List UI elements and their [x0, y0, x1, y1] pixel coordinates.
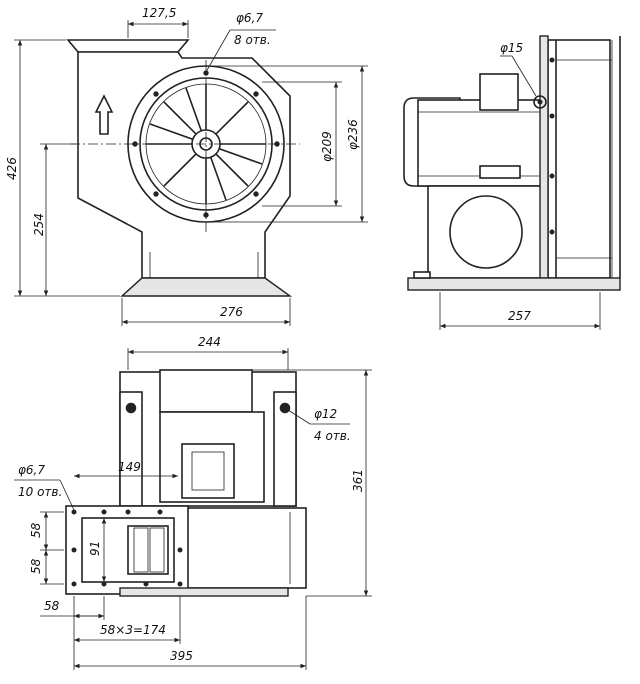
front-dimensions: 127,5 φ6,7 8 отв. 426 254 φ209 φ236 276 [5, 6, 368, 326]
dim-58-upper: 58 [29, 522, 43, 538]
dim-total-length: 395 [170, 649, 193, 663]
dim-58-lower: 58 [29, 558, 43, 574]
top-view [65, 369, 307, 597]
dim-pulley: φ15 [500, 41, 523, 55]
dim-149: 149 [118, 460, 141, 474]
dim-total-width: 361 [351, 469, 365, 492]
dim-hole-count: 8 отв. [234, 33, 271, 47]
dim-91: 91 [88, 541, 102, 556]
dim-flange-hole-dia: φ6,7 [18, 463, 45, 477]
dim-mount-hole-dia: φ12 [314, 407, 337, 421]
dim-outlet-width: 127,5 [142, 6, 176, 20]
dim-pitch: 58×3=174 [100, 623, 166, 637]
flow-arrow-icon [94, 94, 114, 135]
dim-top-width: 244 [198, 335, 221, 349]
dim-58-edge: 58 [44, 599, 60, 613]
dim-base-width: 276 [220, 305, 243, 319]
top-dimensions: 244 361 φ12 4 отв. φ6,7 10 отв. 149 58 5… [14, 335, 372, 670]
side-view [403, 35, 621, 291]
dim-hole-dia: φ6,7 [236, 11, 263, 25]
dim-height: 426 [5, 157, 19, 180]
dim-depth: 257 [508, 309, 531, 323]
dim-flange-hole-count: 10 отв. [18, 485, 62, 499]
dim-axis-height: 254 [32, 213, 46, 236]
dim-inlet-outer: φ236 [346, 119, 360, 150]
pulley-icon [533, 95, 547, 109]
side-dimensions: φ15 257 [439, 41, 601, 330]
dim-mount-hole-count: 4 отв. [314, 429, 351, 443]
front-view [66, 39, 300, 297]
side-inlet-circle [449, 195, 523, 269]
dim-inlet-inner: φ209 [320, 131, 334, 162]
